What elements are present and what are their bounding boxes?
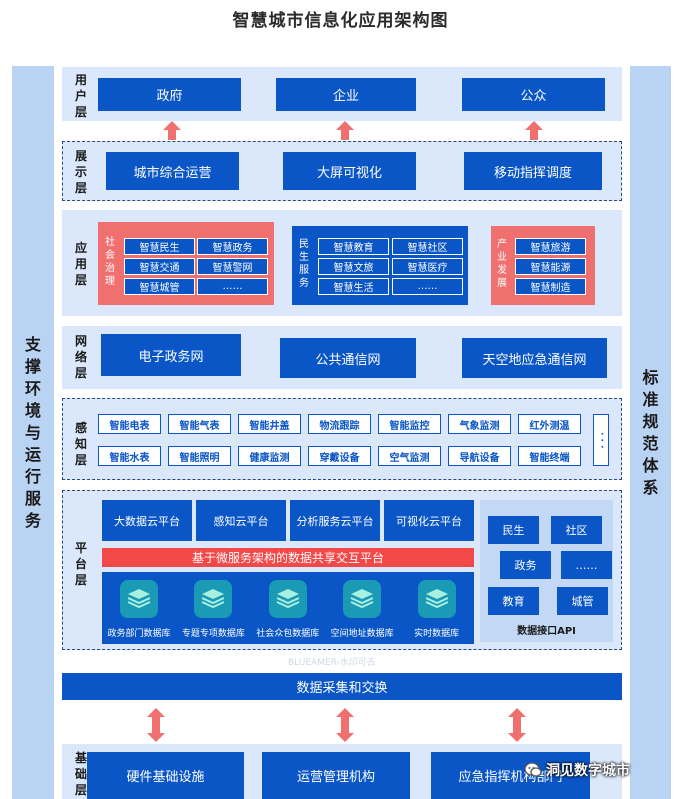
display-layer-label: 展示层: [74, 149, 87, 195]
sense-item: 穿戴设备: [308, 446, 371, 466]
database-item: 政务部门数据库: [102, 576, 176, 642]
app-item: 智慧民生: [124, 238, 195, 255]
database-icon: [417, 580, 456, 618]
app-item: 智慧能源: [515, 258, 586, 275]
app-group-industry-label: 产业发展: [497, 239, 507, 289]
sense-item: 物流跟踪: [308, 414, 371, 434]
network-egov: 电子政务网: [101, 334, 241, 376]
sense-item: 智能水表: [98, 446, 161, 466]
app-item: 智慧政务: [197, 238, 268, 255]
sense-item: 健康监测: [238, 446, 301, 466]
platform-analysis: 分析服务云平台: [290, 500, 380, 541]
left-support-label: 支撑环境与运行服务: [24, 334, 41, 530]
user-enterprise: 企业: [276, 78, 416, 111]
platform-visual: 可视化云平台: [384, 500, 474, 541]
api-item: 社区: [551, 516, 602, 544]
network-public: 公共通信网: [280, 338, 416, 378]
display-city-ops: 城市综合运营: [106, 152, 239, 190]
display-mobile-dispatch: 移动指挥调度: [464, 152, 602, 190]
platform-bigdata: 大数据云平台: [102, 500, 192, 541]
sense-row-2: 智能水表智能照明健康监测穿戴设备空气监测导航设备智能终端: [98, 446, 588, 466]
database-label: 实时数据库: [414, 629, 460, 639]
api-item: 政务: [500, 551, 551, 579]
watermark: BLUEAMER-水印可去: [288, 658, 376, 668]
sense-item: 红外测温: [518, 414, 581, 434]
app-group-livelihood-label: 民生服务: [299, 239, 309, 289]
app-item: 智慧交通: [124, 258, 195, 275]
api-item: 民生: [488, 516, 539, 544]
api-item: 教育: [488, 587, 539, 615]
app-item: 智慧文旅: [318, 258, 389, 275]
page-title: 智慧城市信息化应用架构图: [232, 11, 449, 31]
app-layer-label: 应用层: [74, 241, 87, 287]
database-icon: [268, 580, 307, 618]
sense-item: 空气监测: [378, 446, 441, 466]
app-item: 智慧警网: [197, 258, 268, 275]
user-public: 公众: [462, 78, 605, 111]
brand-name: 洞见数字城市: [546, 763, 630, 779]
database-item: 专题专项数据库: [176, 576, 250, 642]
sense-layer: [62, 398, 622, 480]
app-item: 智慧城管: [124, 278, 195, 295]
database-item: 实时数据库: [400, 576, 474, 642]
database-label: 专题专项数据库: [181, 629, 245, 639]
app-item: 智慧教育: [318, 238, 389, 255]
double-arrow: [508, 708, 526, 742]
database-icon: [343, 580, 382, 618]
app-item: ……: [197, 278, 268, 295]
base-operations: 运营管理机构: [262, 752, 410, 799]
base-layer-label: 基础层: [74, 751, 87, 797]
sense-item: 智能照明: [168, 446, 231, 466]
network-emergency: 天空地应急通信网: [462, 338, 607, 378]
sense-item: 智能监控: [378, 414, 441, 434]
database-label: 空间地址数据库: [330, 629, 394, 639]
up-arrow: [336, 121, 354, 140]
app-group-social-label: 社会治理: [105, 237, 115, 287]
database-icon: [194, 580, 233, 618]
display-bigscreen: 大屏可视化: [283, 152, 416, 190]
user-layer-label: 用户层: [74, 73, 87, 119]
sense-layer-label: 感知层: [74, 421, 87, 467]
platform-bus: 基于微服务架构的数据共享交互平台: [102, 548, 474, 567]
network-layer-label: 网络层: [74, 334, 87, 380]
platform-db-row: 政务部门数据库专题专项数据库 社会众包数据库空间地址数据库 实时数据库: [102, 576, 474, 642]
base-hardware: 硬件基础设施: [87, 752, 244, 799]
app-item: 智慧医疗: [392, 258, 463, 275]
database-label: 社会众包数据库: [256, 629, 320, 639]
data-exchange-bar: 数据采集和交换: [62, 673, 622, 700]
up-arrow: [525, 121, 543, 140]
brand-badge: 洞见数字城市: [520, 758, 636, 782]
app-item: 智慧生活: [318, 278, 389, 295]
sense-item: 导航设备: [448, 446, 511, 466]
sense-more: · · ·: [593, 414, 609, 466]
sense-item: 智能终端: [518, 446, 581, 466]
sense-item: 智能电表: [98, 414, 161, 434]
api-caption: 数据接口API: [517, 626, 576, 637]
api-item: ……: [561, 551, 612, 579]
database-icon: [120, 580, 158, 618]
api-item: 城管: [557, 587, 608, 615]
sense-item: 智能气表: [168, 414, 231, 434]
left-support-column: 支撑环境与运行服务: [12, 66, 54, 799]
sense-row-1: 智能电表智能气表智能井盖物流跟踪智能监控气象监测红外测温: [98, 414, 588, 434]
database-label: 政务部门数据库: [107, 629, 171, 639]
platform-layer-label: 平台层: [74, 541, 87, 587]
app-item: ……: [392, 278, 463, 295]
database-item: 空间地址数据库: [325, 576, 399, 642]
right-standard-label: 标准规范体系: [642, 367, 659, 497]
app-item: 智慧社区: [392, 238, 463, 255]
database-item: 社会众包数据库: [251, 576, 325, 642]
sense-item: 智能井盖: [238, 414, 301, 434]
double-arrow: [336, 708, 354, 742]
chat-bubble-icon: [524, 762, 542, 778]
right-standard-column: 标准规范体系: [630, 66, 671, 799]
up-arrow: [163, 121, 181, 140]
user-gov: 政府: [98, 78, 241, 111]
app-item: 智慧制造: [515, 278, 586, 295]
sense-item: 气象监测: [448, 414, 511, 434]
double-arrow: [147, 708, 165, 742]
app-item: 智慧旅游: [515, 238, 586, 255]
platform-sense: 感知云平台: [196, 500, 286, 541]
